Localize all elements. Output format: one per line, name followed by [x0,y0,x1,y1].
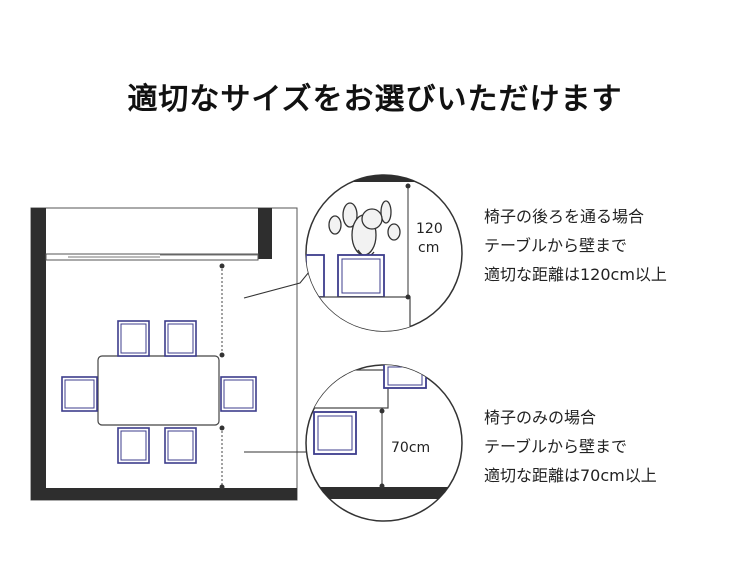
room-plan [30,207,298,501]
chair-top-left [117,320,150,357]
zoom-chair-lower [313,411,357,455]
room-floor [30,207,298,501]
note-chair-only-line: 椅子のみの場合 [484,408,597,427]
wall-left [31,208,46,500]
note-passage-line: 椅子の後ろを通る場合 [484,207,645,226]
zoom-circle-passage: 120 cm [305,174,463,332]
note-chair-only-line: 適切な距離は70cm以上 [484,466,657,485]
zoom-circle-chair-only: 70cm [305,364,463,522]
zoom-measure-bottom: 70cm [391,440,430,456]
wall-bottom [31,488,297,500]
chair-top-right [164,320,197,357]
note-chair-only-line: テーブルから壁まで [484,437,628,456]
dimension-line-bottom [219,425,225,490]
page-title: 適切なサイズをお選びいただけます [127,82,623,117]
wall-right-upper [258,208,272,259]
zoom-measure-top-line2: cm [418,240,439,256]
note-passage-line: 適切な距離は120cm以上 [484,265,667,284]
note-passage: 椅子の後ろを通る場合 テーブルから壁まで 適切な距離は120cm以上 [484,202,667,289]
note-chair-only: 椅子のみの場合 テーブルから壁まで 適切な距離は70cm以上 [484,403,657,490]
person-walking-icon [328,200,401,258]
note-passage-line: テーブルから壁まで [484,236,628,255]
dining-table [97,355,220,426]
chair-bottom-right [164,427,197,464]
chair-left [61,376,98,412]
window [45,253,259,261]
pointer-line-top [243,271,310,299]
zoom-wall [306,175,462,182]
dimension-line-top [219,263,225,358]
zoom-wall-bottom [306,487,462,499]
zoom-measure-top-line1: 120 [416,221,443,237]
chair-bottom-left [117,427,150,464]
chair-right [220,376,257,412]
zoom-chair [306,254,385,298]
